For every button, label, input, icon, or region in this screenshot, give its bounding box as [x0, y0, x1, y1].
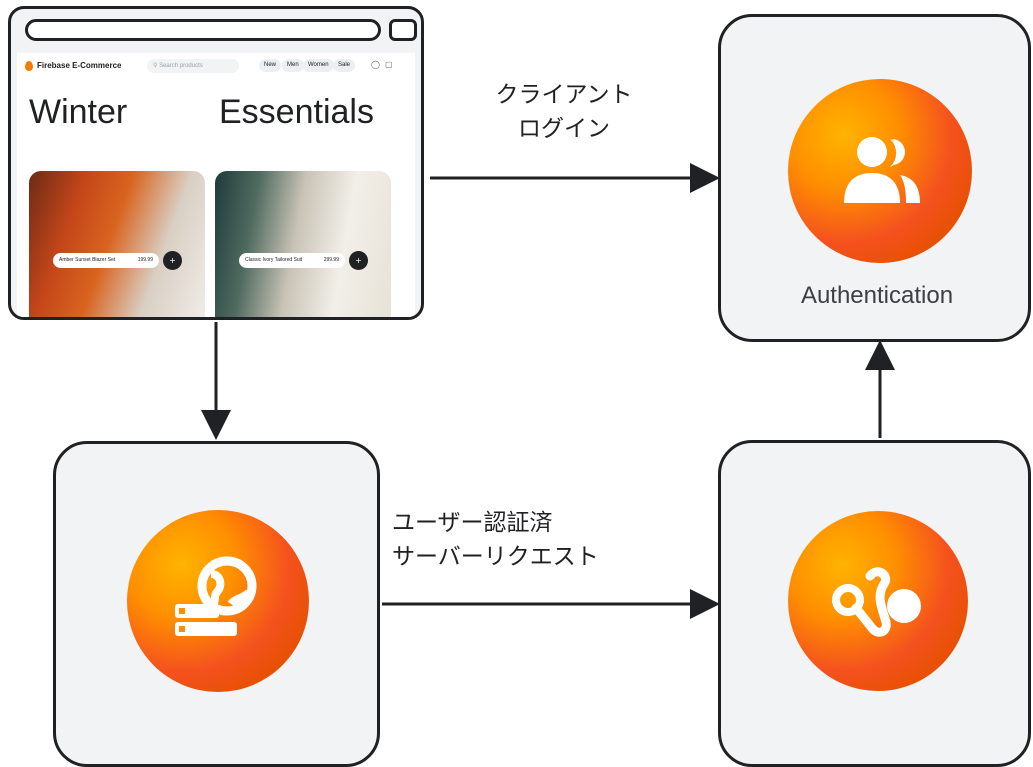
- top-nav: Firebase E-Commerce ⚲ Search products Ne…: [17, 53, 415, 79]
- flame-icon: [25, 61, 33, 71]
- server-request-line-2: サーバーリクエスト: [392, 544, 599, 570]
- product-price: 199.99: [137, 257, 153, 263]
- window-button[interactable]: [389, 19, 417, 41]
- product-name: Classic Ivory Tailored Suit: [245, 257, 303, 263]
- nav-chip-women[interactable]: Women: [303, 59, 334, 72]
- client-login-line-1: クライアント: [495, 82, 633, 108]
- client-login-line-2: ログイン: [518, 116, 610, 142]
- users-icon: [844, 137, 920, 203]
- product-card[interactable]: Classic Ivory Tailored Suit 299.99 +: [215, 171, 391, 317]
- data-connect-box: [718, 440, 1031, 767]
- client-login-label: クライアント ログイン: [484, 78, 644, 146]
- authentication-box: [718, 14, 1031, 342]
- ecommerce-page: Firebase E-Commerce ⚲ Search products Ne…: [17, 53, 415, 317]
- browser-window: Firebase E-Commerce ⚲ Search products Ne…: [8, 6, 424, 320]
- add-to-cart-button[interactable]: +: [163, 251, 182, 270]
- data-connect-circle: [788, 511, 968, 691]
- nav-chip-sale[interactable]: Sale: [333, 59, 356, 72]
- search-input[interactable]: ⚲ Search products: [147, 59, 239, 73]
- product-name: Amber Sunset Blazer Set: [59, 257, 116, 263]
- brand-name[interactable]: Firebase E-Commerce: [37, 61, 122, 70]
- search-placeholder: Search products: [159, 63, 203, 69]
- nav-chip-new[interactable]: New: [259, 59, 282, 72]
- product-pill: Amber Sunset Blazer Set 199.99: [53, 253, 159, 268]
- server-globe-icon: [175, 556, 257, 636]
- authentication-circle: [788, 79, 972, 263]
- product-pill: Classic Ivory Tailored Suit 299.99: [239, 253, 345, 268]
- data-connect-icon: [832, 567, 921, 637]
- cart-icon[interactable]: ▢: [385, 60, 393, 69]
- server-request-label: ユーザー認証済 サーバーリクエスト: [392, 506, 662, 574]
- hosting-box: [53, 441, 380, 767]
- add-to-cart-button[interactable]: +: [349, 251, 368, 270]
- server-request-line-1: ユーザー認証済: [392, 510, 553, 536]
- product-card[interactable]: Amber Sunset Blazer Set 199.99 +: [29, 171, 205, 317]
- authentication-label: Authentication: [800, 282, 954, 309]
- nav-chip-men[interactable]: Men: [282, 59, 304, 72]
- address-bar[interactable]: [25, 19, 381, 41]
- search-icon: ⚲: [153, 63, 160, 69]
- hosting-circle: [127, 510, 309, 692]
- user-icon[interactable]: ◯: [371, 60, 380, 69]
- hero-title-left: Winter: [29, 93, 128, 131]
- product-price: 299.99: [323, 257, 339, 263]
- hero-title-right: Essentials: [219, 93, 374, 131]
